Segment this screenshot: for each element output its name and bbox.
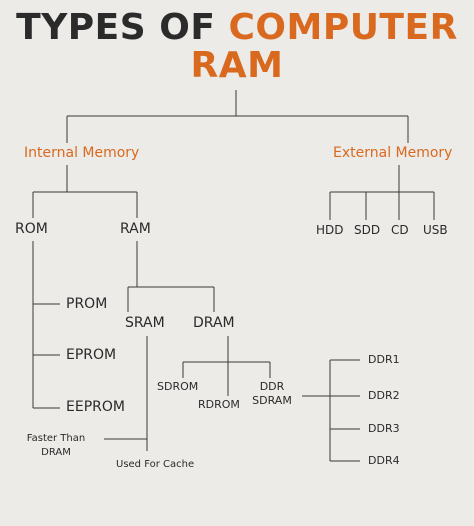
used-for-cache-note: Used For Cache bbox=[116, 459, 195, 470]
page-title-line1: TYPES OF COMPUTER bbox=[0, 8, 474, 48]
prom-node: PROM bbox=[66, 296, 108, 312]
sdrom-node: SDROM bbox=[157, 380, 199, 393]
page-title-line2: RAM bbox=[190, 45, 284, 86]
title-highlight: COMPUTER bbox=[228, 7, 458, 48]
ddr-sdram-line1: DDR bbox=[259, 380, 285, 393]
ddr-sdram-node: DDR SDRAM bbox=[250, 380, 294, 408]
faster-than-dram-note: Faster Than DRAM bbox=[20, 432, 92, 460]
ddr4-node: DDR4 bbox=[368, 454, 400, 467]
hdd-node: HDD bbox=[316, 223, 344, 237]
ddr3-node: DDR3 bbox=[368, 422, 400, 435]
rdrom-node: RDROM bbox=[198, 398, 240, 411]
faster-than-line1: Faster Than bbox=[26, 433, 86, 444]
sdd-node: SDD bbox=[354, 223, 381, 237]
dram-node: DRAM bbox=[193, 315, 235, 331]
eeprom-node: EEPROM bbox=[66, 399, 125, 415]
ddr-sdram-line2: SDRAM bbox=[252, 394, 292, 407]
sram-node: SRAM bbox=[125, 315, 165, 331]
ram-node: RAM bbox=[120, 221, 151, 237]
external-memory-label: External Memory bbox=[333, 145, 453, 161]
ddr2-node: DDR2 bbox=[368, 389, 400, 402]
eprom-node: EPROM bbox=[66, 347, 117, 363]
usb-node: USB bbox=[423, 223, 448, 237]
title-part1: TYPES OF bbox=[16, 7, 229, 48]
rom-node: ROM bbox=[15, 221, 48, 237]
cd-node: CD bbox=[391, 223, 409, 237]
faster-than-line2: DRAM bbox=[41, 447, 71, 458]
ddr1-node: DDR1 bbox=[368, 353, 400, 366]
internal-memory-label: Internal Memory bbox=[24, 145, 140, 161]
